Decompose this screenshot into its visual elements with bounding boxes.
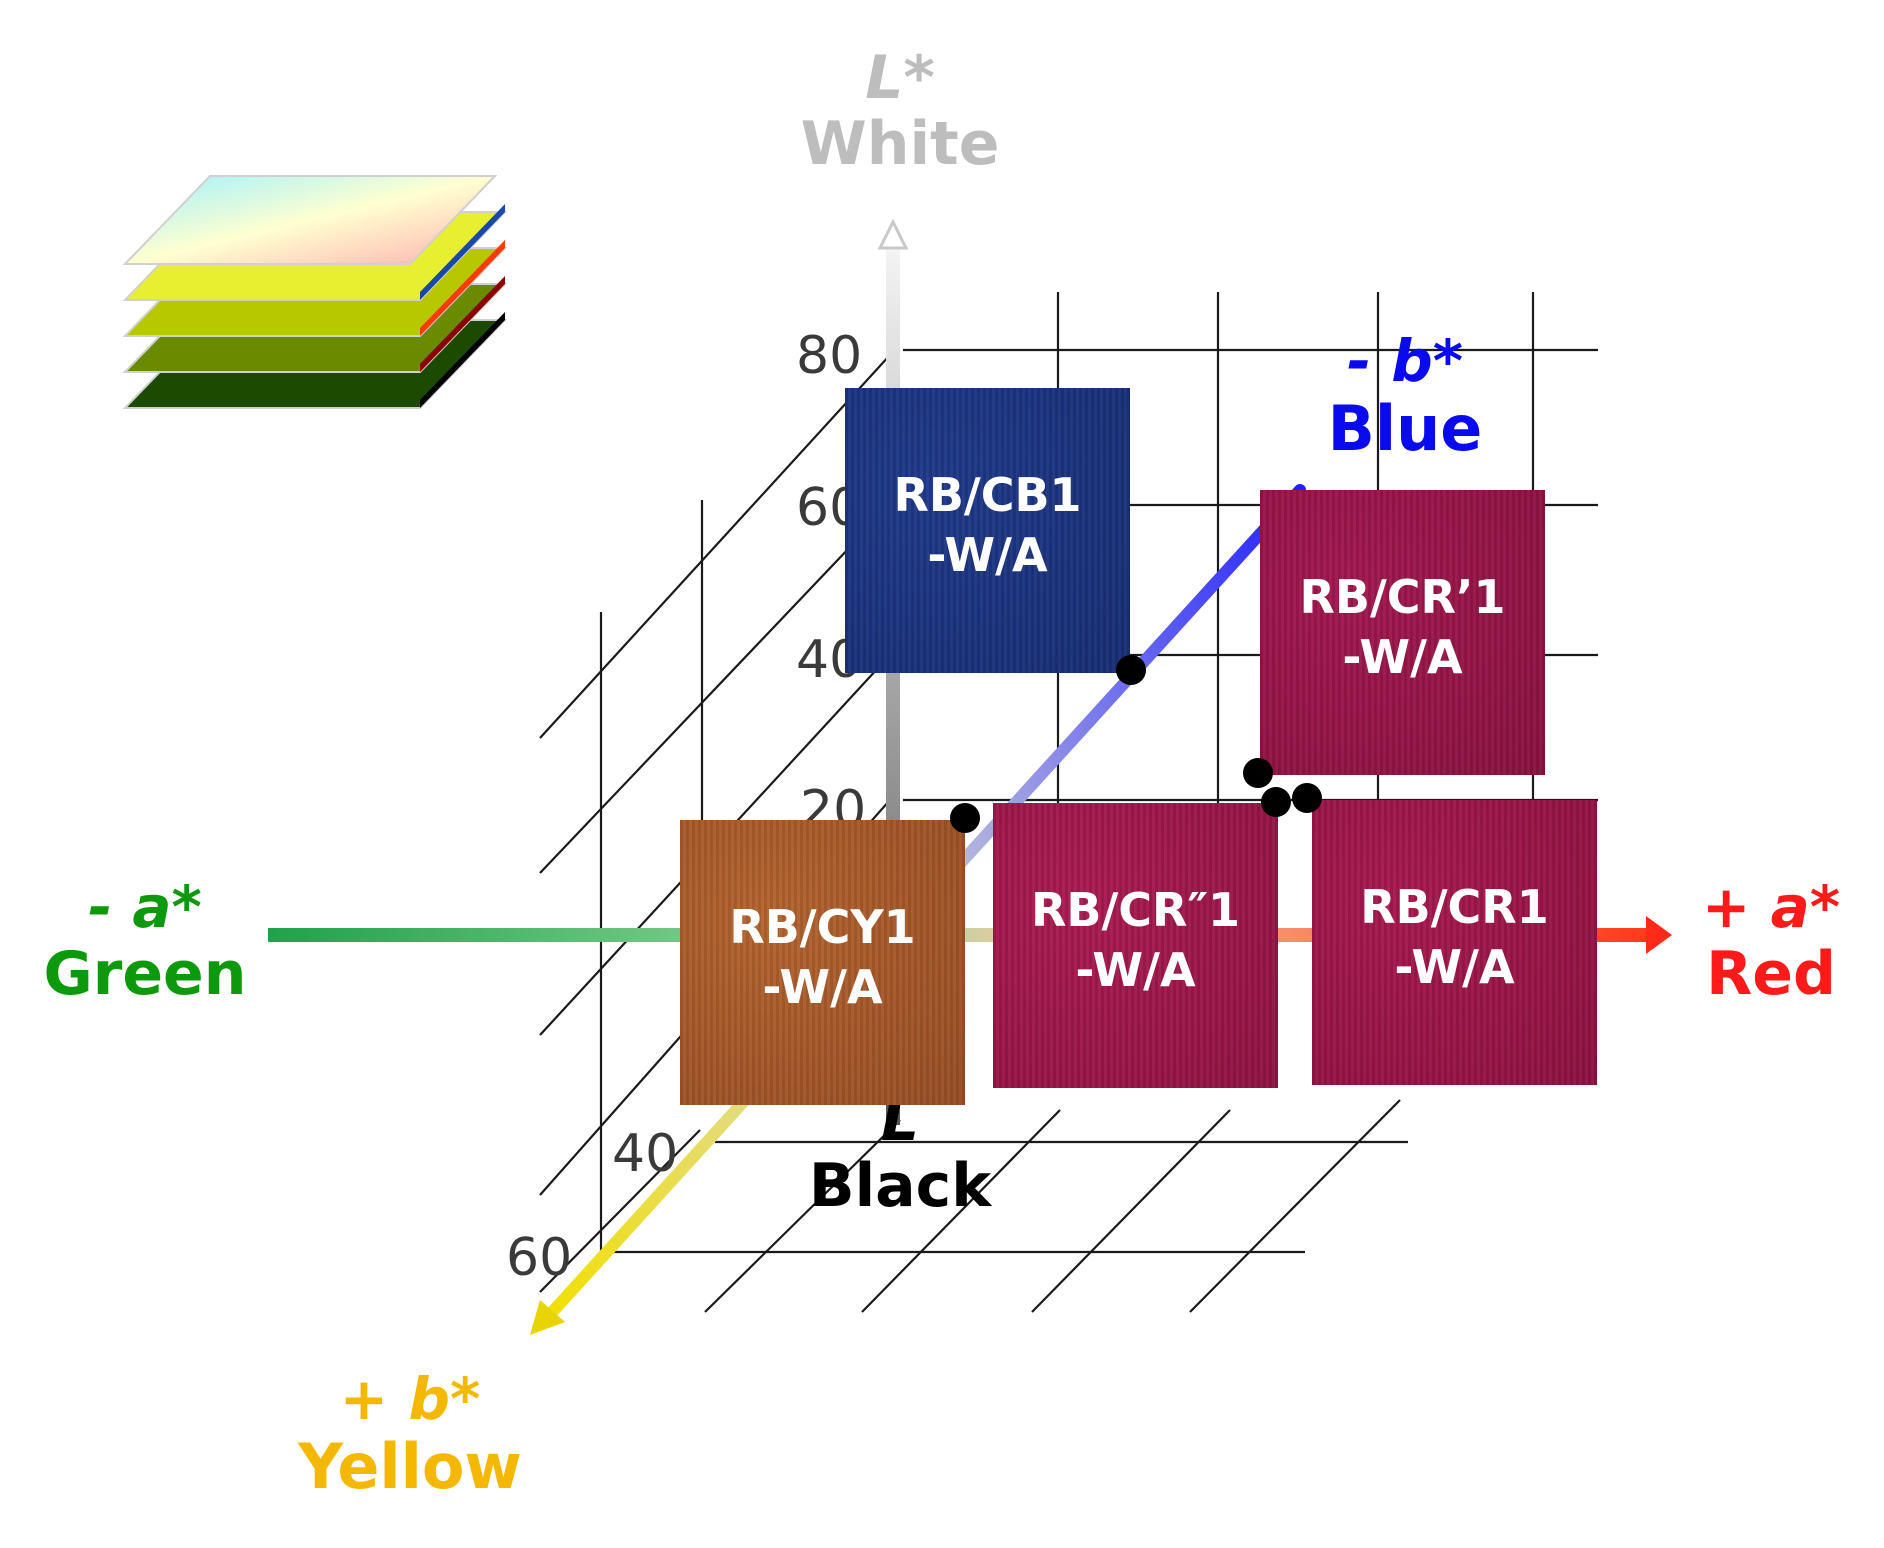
sample-swatch-rb-cr-dprime1: RB/CR″1 -W/A — [993, 803, 1278, 1088]
sample-label-line2: -W/A — [1394, 939, 1515, 994]
grid-lines — [539, 292, 1598, 1313]
data-point-cr-prime1 — [1243, 758, 1273, 788]
l-axis-label: L* White — [800, 43, 1000, 179]
grid-line — [861, 1109, 1061, 1313]
grid-line — [704, 1119, 901, 1313]
data-point-cr1 — [1292, 783, 1322, 813]
grid-line — [1031, 1109, 1231, 1313]
sample-swatch-rb-cr1: RB/CR1 -W/A — [1312, 800, 1597, 1085]
b-tick-60: 60 — [506, 1228, 573, 1288]
sample-swatch-rb-cy1: RB/CY1 -W/A — [680, 820, 965, 1105]
sample-swatch-rb-cb1: RB/CB1 -W/A — [845, 388, 1130, 673]
red-axis-label: + a* Red — [1701, 873, 1841, 1009]
black-axis-label: L Black — [808, 1085, 992, 1221]
blue-axis-label: - b* Blue — [1327, 327, 1483, 465]
grid-line — [539, 504, 891, 874]
grid-line — [539, 1129, 701, 1293]
data-point-cb1 — [1116, 655, 1146, 685]
data-point-cy1 — [950, 803, 980, 833]
color-layers-icon — [122, 175, 508, 409]
sample-label-line2: -W/A — [762, 959, 883, 1014]
green-axis-label: - a* Green — [43, 873, 247, 1009]
sample-label-line1: RB/CR″1 — [1030, 882, 1241, 937]
data-point-cr-dprime1 — [1261, 787, 1291, 817]
l-tick-80: 80 — [796, 326, 863, 386]
b-tick-40: 40 — [612, 1124, 679, 1184]
sample-swatch-rb-cr-prime1: RB/CR’1 -W/A — [1260, 490, 1545, 775]
yellow-axis-label: + b* Yellow — [298, 1365, 522, 1503]
grid-line — [1189, 1099, 1401, 1313]
grid-line — [539, 354, 891, 739]
sample-label-line1: RB/CR1 — [1360, 879, 1549, 934]
sample-label-line2: -W/A — [1075, 942, 1196, 997]
sample-label-line1: RB/CB1 — [893, 467, 1082, 522]
sample-label-line1: RB/CY1 — [729, 899, 916, 954]
sample-label-line2: -W/A — [1342, 629, 1463, 684]
sample-label-line1: RB/CR’1 — [1299, 569, 1506, 624]
sample-label-line2: -W/A — [927, 527, 1048, 582]
